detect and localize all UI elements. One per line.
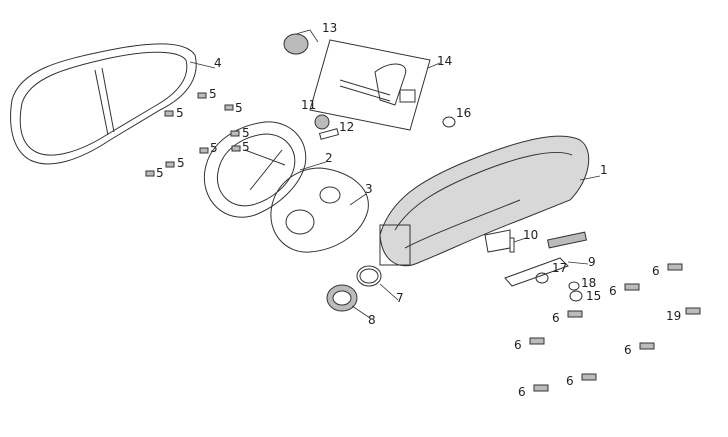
callout-1: 1	[600, 163, 608, 177]
part-18-washer	[568, 281, 580, 291]
part-12-pin	[318, 128, 340, 140]
callout-18: 18	[581, 276, 597, 290]
part-8-bearing	[326, 284, 358, 312]
callout-15: 15	[586, 289, 602, 303]
callout-6: 6	[566, 374, 574, 388]
callout-5: 5	[235, 101, 243, 115]
part-4-cover-gasket	[10, 43, 197, 165]
part-1-crankcase	[379, 135, 590, 267]
callout-3: 3	[365, 182, 373, 196]
callout-6: 6	[514, 338, 522, 352]
part-15-washer	[569, 290, 583, 302]
callout-10: 10	[523, 228, 539, 242]
part-11-gear	[314, 114, 330, 130]
part-9-lever	[504, 231, 588, 287]
callout-5: 5	[156, 166, 164, 180]
callout-5: 5	[242, 140, 250, 154]
bolts-6	[529, 263, 701, 392]
callout-5: 5	[210, 141, 218, 155]
callout-5: 5	[209, 87, 217, 101]
part-14-kickstarter-assembly	[309, 39, 431, 131]
callout-6: 6	[552, 311, 560, 325]
callout-6: 6	[518, 385, 526, 399]
callout-5: 5	[177, 156, 185, 170]
callout-17: 17	[552, 261, 568, 275]
callout-8: 8	[368, 313, 376, 327]
callout-13: 13	[322, 21, 338, 35]
callout-7: 7	[396, 291, 404, 305]
callout-14: 14	[437, 54, 453, 68]
callout-12: 12	[339, 120, 355, 134]
part-7-ring	[356, 265, 382, 287]
bolts-5	[145, 92, 241, 177]
callout-5: 5	[242, 126, 250, 140]
part-13-spring	[283, 29, 319, 55]
part-10-bolt	[509, 237, 515, 253]
callout-5: 5	[176, 106, 184, 120]
part-17-washer	[535, 272, 549, 284]
part-3-plate	[270, 167, 369, 253]
callout-6: 6	[652, 264, 660, 278]
part-16-washer	[442, 116, 456, 128]
callout-16: 16	[456, 106, 472, 120]
callout-4: 4	[214, 56, 222, 70]
leader-lines	[189, 61, 601, 319]
callout-9: 9	[588, 255, 596, 269]
part-2-inner-gasket	[203, 121, 307, 218]
callout-2: 2	[325, 151, 333, 165]
callout-11: 11	[301, 98, 317, 112]
callout-19: 19	[666, 309, 682, 323]
callout-6: 6	[624, 343, 632, 357]
callout-6: 6	[609, 284, 617, 298]
